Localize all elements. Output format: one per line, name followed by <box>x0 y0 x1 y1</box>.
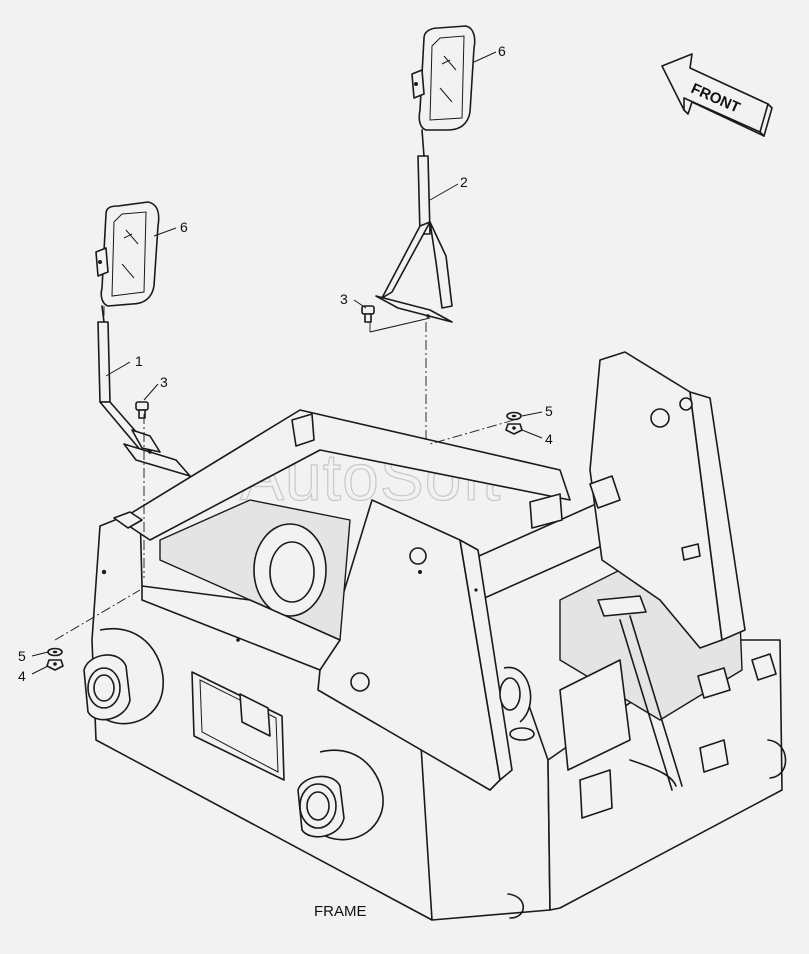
mirror-left <box>95 201 160 307</box>
callout-2: 2 <box>460 174 468 190</box>
callout-1: 1 <box>135 353 143 369</box>
axle-housing-right <box>499 666 532 723</box>
bolt-left <box>135 401 149 419</box>
washer-nut-left <box>46 647 64 671</box>
mirror-bracket-left <box>97 305 191 477</box>
axle-housing-left <box>83 627 164 725</box>
callout-3-left: 3 <box>160 374 168 390</box>
mirror-right <box>411 25 476 131</box>
callout-5-right: 5 <box>545 403 553 419</box>
callout-6-right: 6 <box>498 43 506 59</box>
assembly-centerlines <box>54 306 515 641</box>
callout-5-left: 5 <box>18 648 26 664</box>
callout-3-right: 3 <box>340 291 348 307</box>
machine-frame <box>91 351 787 921</box>
diagram-caption: FRAME <box>314 903 367 920</box>
callout-leaders <box>31 51 543 675</box>
front-direction-arrow: FRONT <box>661 53 773 137</box>
washer-nut-right <box>505 411 523 435</box>
callout-6-left: 6 <box>180 219 188 235</box>
mirror-bracket-right <box>375 129 453 323</box>
callout-4-right: 4 <box>545 431 553 447</box>
bolt-right <box>361 305 375 323</box>
callout-4-left: 4 <box>18 668 26 684</box>
axle-housing-center <box>297 749 384 841</box>
